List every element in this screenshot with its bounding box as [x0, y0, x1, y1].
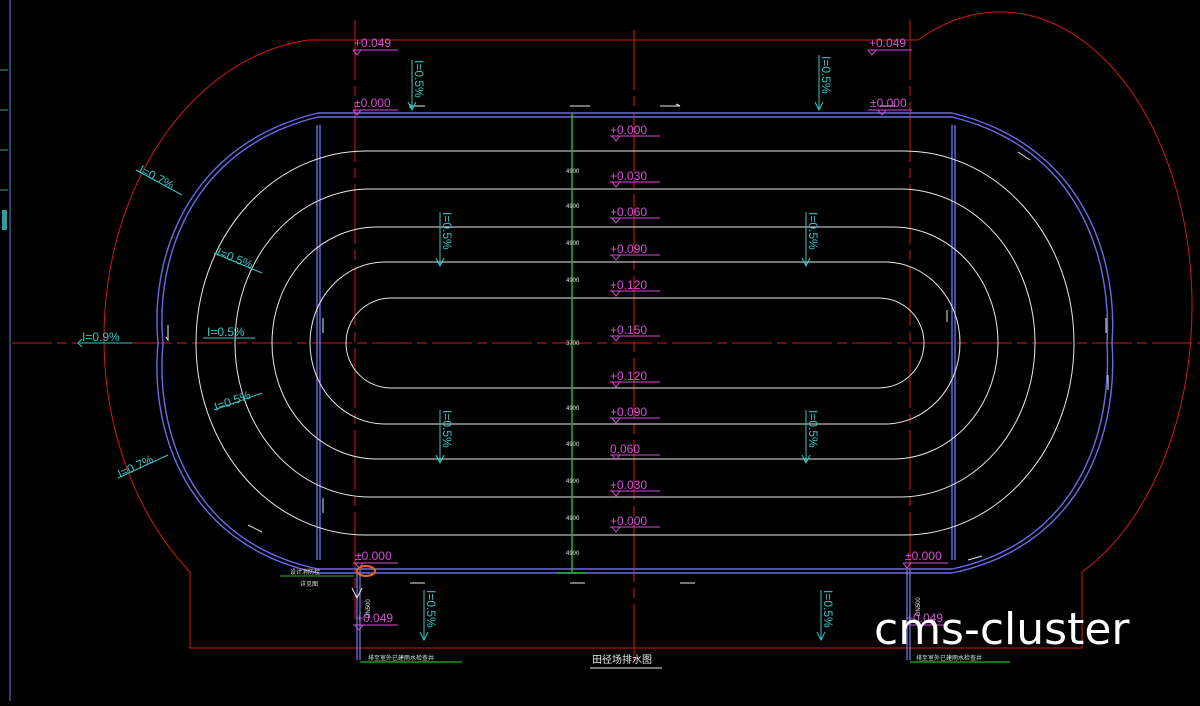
- elev-center-4: +0.090: [610, 242, 647, 256]
- elev-center-6: +0.150: [610, 323, 647, 337]
- slope-upper-left: I=0.5%: [440, 212, 454, 250]
- slope-left-arc-top: I=0.7%: [137, 162, 177, 192]
- left-note-1: 设计消防栓: [290, 568, 320, 576]
- elev-center-9: 0.060: [610, 442, 640, 456]
- watermark: cms-cluster: [874, 604, 1130, 655]
- bottom-right-note: 排至室外已建雨水检查井: [916, 654, 982, 662]
- slope-upper-right: I=0.5%: [806, 212, 820, 250]
- svg-text:4900: 4900: [566, 551, 580, 557]
- right-pipe-label: DN500: [916, 597, 922, 616]
- elev-center-5: +0.120: [610, 278, 647, 292]
- slope-left-inner-center: I=0.5%: [207, 325, 245, 339]
- slope-labels: I=0.5% I=0.5% I=0.5% I=0.5% I=0.5% I=0.5…: [82, 56, 835, 628]
- elevation-markers: [352, 49, 948, 631]
- elev-center-10: +0.030: [610, 478, 647, 492]
- svg-text:4900: 4900: [566, 406, 580, 412]
- svg-text:4900: 4900: [566, 516, 580, 522]
- elev-center-7: +0.120: [610, 369, 647, 383]
- slope-leaders: [77, 55, 826, 642]
- elev-bottom-left-edge: ±0.000: [355, 549, 392, 563]
- outlet-pipes: [280, 565, 1010, 663]
- track-lanes: [195, 150, 1075, 536]
- slope-top-right: I=0.5%: [819, 56, 833, 94]
- elev-center-3: +0.060: [610, 205, 647, 219]
- slope-left-arc-bottom: I=0.7%: [115, 452, 155, 481]
- left-note-2: 详见图: [300, 580, 318, 588]
- elev-center-8: +0.090: [610, 405, 647, 419]
- slope-lower-left: I=0.5%: [440, 410, 454, 448]
- slope-top-left: I=0.5%: [412, 60, 426, 98]
- flow-arrows: [165, 103, 1109, 584]
- bottom-left-note: 排至室外已建雨水检查井: [368, 654, 434, 662]
- left-pipe-label: DN500: [366, 599, 372, 618]
- elev-top-right-edge: ±0.000: [870, 96, 907, 110]
- svg-text:3700: 3700: [566, 341, 580, 347]
- elev-center-11: +0.000: [610, 514, 647, 528]
- slope-left-inner-lower: I=0.5%: [212, 388, 253, 414]
- svg-text:4900: 4900: [566, 442, 580, 448]
- outlet-labels: DN500 DN500 设计消防栓 详见图 排至室外已建雨水检查井 排至室外已建…: [290, 568, 982, 662]
- elev-bottom-left-outer: +0.049: [356, 611, 393, 625]
- svg-text:4900: 4900: [566, 204, 580, 210]
- elev-top-left-edge: ±0.000: [354, 96, 391, 110]
- svg-text:4900: 4900: [566, 241, 580, 247]
- drain-pipe-center: [558, 113, 586, 574]
- drain-pipe-labels: 4900 4900 4900 4900 3700 4900 4900 4900 …: [566, 169, 580, 557]
- elev-top-right-outer: +0.049: [869, 36, 906, 50]
- elev-bottom-right-outer: +0.049: [906, 611, 943, 625]
- elev-center-2: +0.030: [610, 169, 647, 183]
- drawing-title-block: 田径场排水图: [590, 653, 662, 669]
- svg-text:4900: 4900: [566, 479, 580, 485]
- left-edge-marks: [0, 0, 11, 701]
- track-outer-edge: [156, 112, 1114, 574]
- slope-left-mid: I=0.9%: [82, 330, 120, 344]
- elevation-labels: +0.049 +0.049 ±0.000 ±0.000 ±0.000 ±0.00…: [354, 36, 943, 625]
- svg-text:4900: 4900: [566, 169, 580, 175]
- slope-bottom-right: I=0.5%: [821, 590, 835, 628]
- slope-bottom-left: I=0.5%: [424, 590, 438, 628]
- elev-center-1: +0.000: [610, 123, 647, 137]
- elev-top-left-outer: +0.049: [354, 36, 391, 50]
- slope-lower-right: I=0.5%: [806, 410, 820, 448]
- slope-left-inner-upper: I=0.5%: [215, 245, 255, 272]
- drawing-title: 田径场排水图: [592, 653, 652, 666]
- svg-text:4900: 4900: [566, 278, 580, 284]
- center-axes: [12, 20, 1200, 660]
- elev-bottom-right-edge: ±0.000: [905, 549, 942, 563]
- site-boundary: [103, 11, 1193, 649]
